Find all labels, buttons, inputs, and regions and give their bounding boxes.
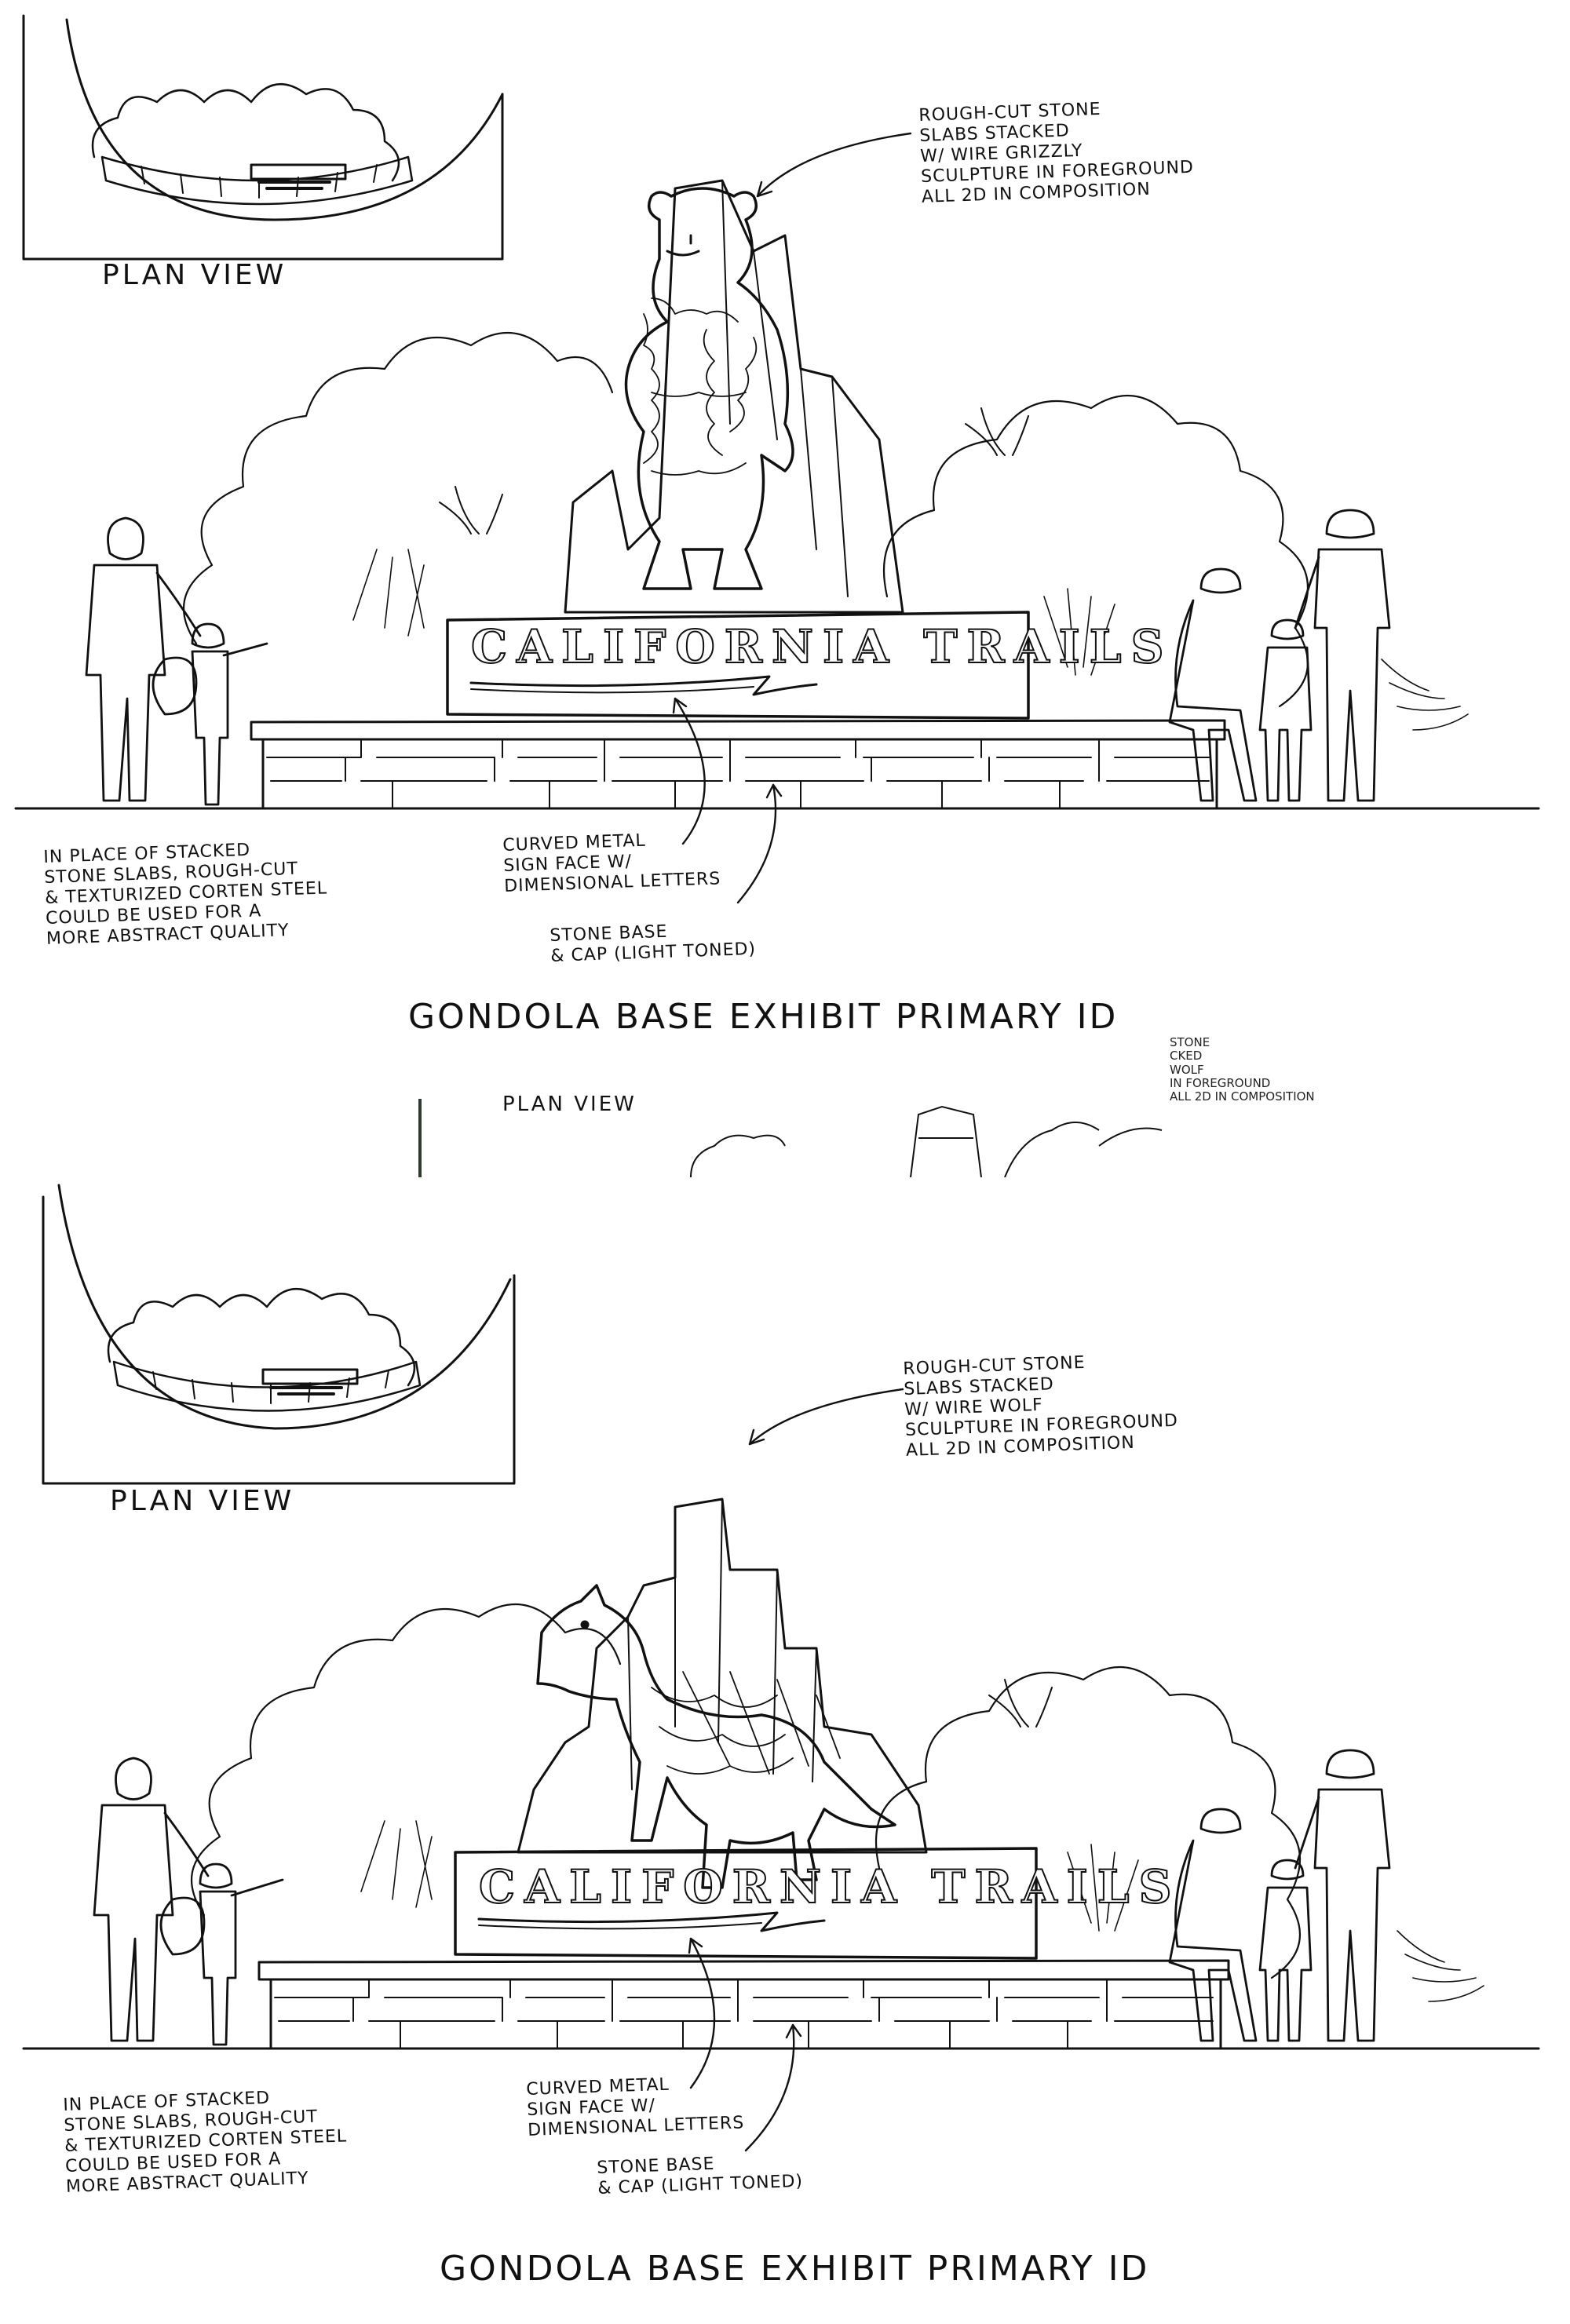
callout-sign-face: CURVED METAL SIGN FACE W/ DIMENSIONAL LE… (526, 2074, 745, 2140)
plan-view-label: PLAN VIEW (102, 259, 287, 291)
sheet-wolf: PLAN VIEW ROUGH-CUT STONE SLABS STACKED … (0, 1177, 1570, 2324)
ghost-plan-view-label: PLAN VIEW (502, 1093, 637, 1116)
drawing-title: GONDOLA BASE EXHIBIT PRIMARY ID (440, 2249, 1150, 2289)
sketch-wolf (22, 1184, 1540, 2152)
plan-view-drawing (42, 1184, 516, 1485)
callout-arrows-grizzly (672, 132, 912, 904)
people-left-grizzly (85, 516, 268, 806)
ghost-sketch-fragment (418, 1099, 1163, 1177)
plan-view-drawing (22, 14, 504, 261)
wolf-sculpture (536, 1584, 896, 1889)
people-right-wolf (1168, 1749, 1391, 2042)
grizzly-bear-sculpture (624, 187, 794, 590)
callout-stone-slabs: ROUGH-CUT STONE SLABS STACKED W/ WIRE WO… (903, 1352, 1179, 1461)
callout-arrows-wolf (688, 1388, 904, 2152)
sign-panel-grizzly (446, 611, 1030, 720)
background-trees (190, 1603, 1484, 2002)
rough-cut-stone-slabs (517, 1498, 928, 1854)
sign-text: CALIFORNIA TRAILS (470, 619, 1174, 674)
sketch-grizzly (14, 14, 1540, 904)
sheet-grizzly: PLAN VIEW ROUGH-CUT STONE SLABS STACKED … (14, 14, 1540, 1177)
note-corten-steel: IN PLACE OF STACKED STONE SLABS, ROUGH-C… (63, 2088, 348, 2197)
people-left-wolf (93, 1757, 284, 2046)
sign-panel-wolf (454, 1847, 1038, 1960)
callout-stone-base: STONE BASE & CAP (LIGHT TONED) (597, 2154, 804, 2198)
stone-base-wolf (257, 1959, 1230, 2050)
people-right-grizzly (1168, 509, 1391, 802)
rough-cut-stone-slabs (564, 179, 904, 614)
ghost-callout-fragment: STONE CKED WOLF IN FOREGROUND ALL 2D IN … (1170, 1035, 1315, 1104)
plan-view-label: PLAN VIEW (110, 1485, 295, 1517)
drawing-title: GONDOLA BASE EXHIBIT PRIMARY ID (408, 997, 1119, 1037)
sign-text: CALIFORNIA TRAILS (478, 1859, 1181, 1914)
